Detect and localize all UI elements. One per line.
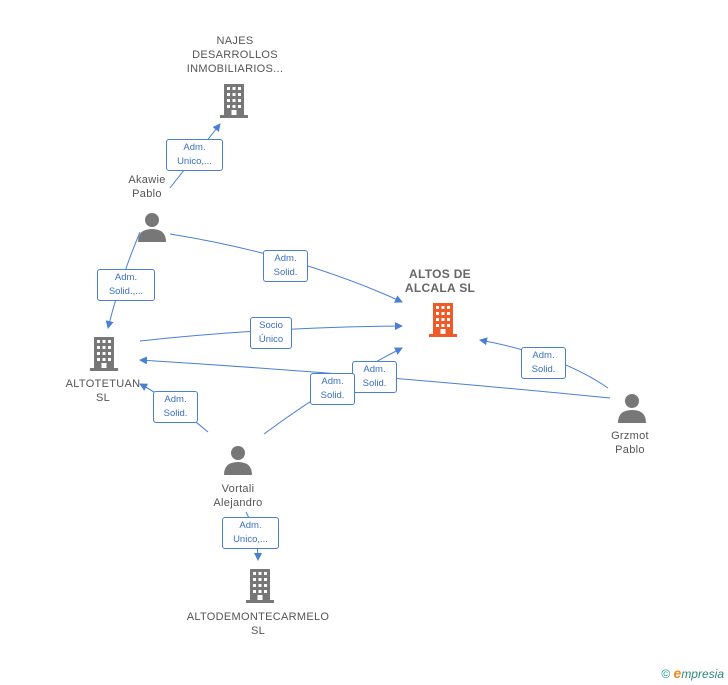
altos-label: ALTOS DE ALCALA SL [404,267,476,295]
brand-logo-e: e [673,665,682,681]
person-icon-grzmot[interactable] [617,393,647,423]
edge-label-akawie-altos[interactable]: Adm. Solid. [263,250,308,282]
altodemonte-label: ALTODEMONTECARMELO SL [186,611,330,637]
grzmot-label: Grzmot Pablo [611,430,649,456]
edge-label-altotetuan-altos[interactable]: Socio Único [250,317,292,349]
edge-label-vortali-altotetuan[interactable]: Adm. Solid. [153,391,198,423]
building-icon-najes[interactable] [220,84,248,118]
edge-label-grzmot-altotetuan[interactable]: Adm. Solid. [352,361,397,393]
copyright-icon: © [661,667,671,681]
building-icon-altos-main[interactable] [428,303,458,337]
edge-label-vortali-altos[interactable]: Adm. Solid. [310,373,355,405]
akawie-label: Akawie Pablo [128,174,166,200]
altotetuan-label: ALTOTETUAN SL [65,378,141,404]
edge-label-grzmot-altos[interactable]: Adm. Solid. [521,347,566,379]
edge-label-vortali-altodemonte[interactable]: Adm. Unico,... [222,517,279,549]
brand-name: mpresia [681,667,724,681]
person-icon-akawie[interactable] [137,212,167,242]
vortali-label: Vortali Alejandro [213,483,263,509]
building-icon-altodemonte[interactable] [245,569,275,603]
edge-label-akawie-altotetuan[interactable]: Adm. Solid.,... [97,269,155,301]
edge-label-akawie-najes[interactable]: Adm. Unico,... [166,139,223,171]
building-icon-altotetuan[interactable] [89,337,119,371]
najes-label: NAJES DESARROLLOS INMOBILIARIOS... [186,35,284,75]
footer-brand: © empresia [661,665,724,681]
person-icon-vortali[interactable] [223,445,253,475]
